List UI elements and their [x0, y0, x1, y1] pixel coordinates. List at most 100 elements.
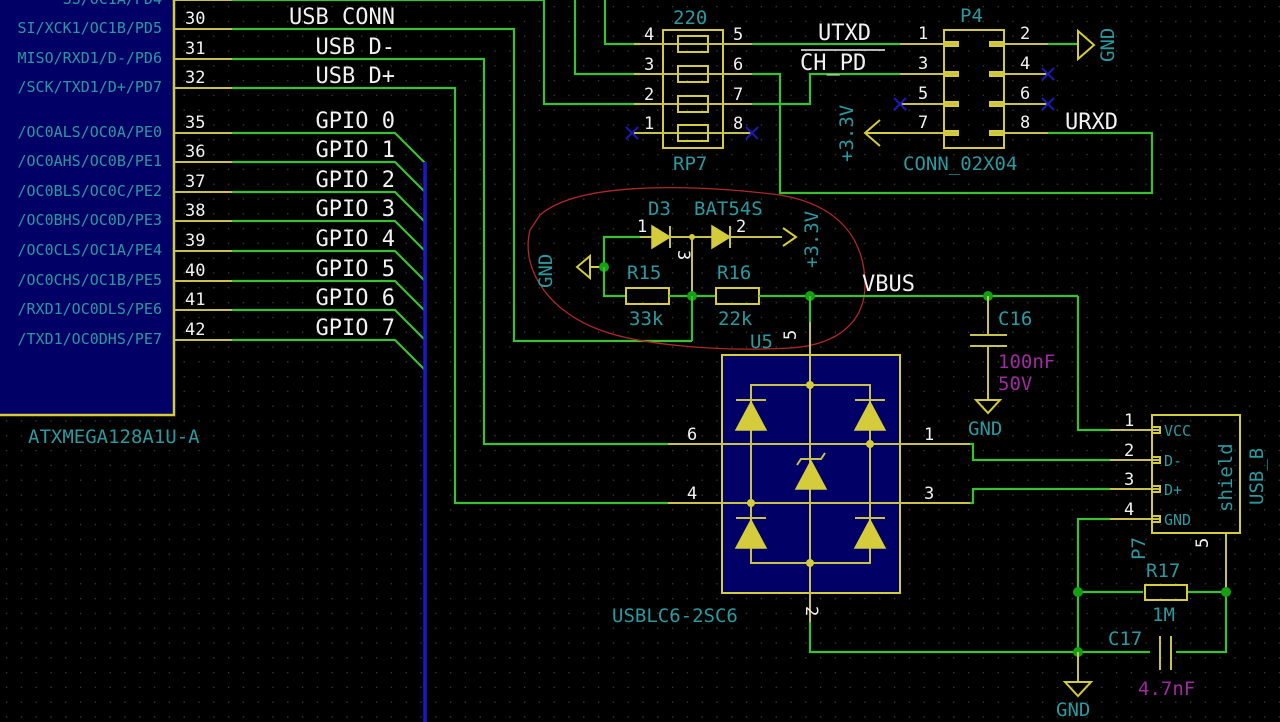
d3-diode[interactable]: 1 2 3 D3 BAT54S +3.3V: [602, 198, 823, 296]
bus-entry-wire: [232, 190, 426, 223]
c17-capacitor[interactable]: C17 4.7nF: [1108, 628, 1195, 700]
bus-entry-wire: [232, 279, 426, 312]
p4-body: [943, 29, 1005, 149]
rp7-left-pin: 3: [644, 55, 654, 75]
r15-ref: R15: [627, 262, 661, 284]
rp7-value: 220: [673, 7, 707, 29]
rp7-left-pin: 1: [644, 114, 654, 134]
p4-left-pin: 1: [918, 24, 928, 44]
mcu-pin-row[interactable]: SS/OC1A/PD4: [63, 0, 232, 8]
net-label: GPIO_7: [316, 316, 395, 341]
d3-pin3: 3: [673, 250, 693, 260]
mcu-pin-name: SI/XCK1/OC1B/PD5: [18, 19, 163, 37]
usb-pin-name: VCC: [1164, 422, 1191, 440]
rp7-right-pin: 6: [733, 55, 743, 75]
d3-pin1: 1: [637, 217, 647, 237]
usb-pin-number: 2: [1124, 441, 1134, 461]
mcu-pin-number: 30: [185, 9, 205, 29]
rp7-right-pin: 5: [733, 25, 743, 45]
mcu-pin-number: 35: [185, 113, 205, 133]
rp7-body: [662, 29, 724, 149]
mcu-pin-name: /TXD1/OC0DHS/PE7: [18, 330, 163, 348]
net-label-vbus: VBUS: [862, 272, 915, 297]
mcu-pin-name: /OC0BHS/OC0D/PE3: [18, 211, 163, 229]
d3-value: BAT54S: [694, 198, 763, 220]
p4-left-pin: 7: [918, 113, 928, 133]
no-connect-marker: [745, 126, 759, 140]
r17-resistor[interactable]: R17 1M: [1144, 560, 1188, 626]
net-label: GPIO_5: [316, 257, 395, 282]
mcu-pin-name: /OC0CLS/OC1A/PE4: [18, 241, 163, 259]
bus-entry-wire: [232, 308, 426, 341]
mcu-pin-row[interactable]: SI/XCK1/OC1B/PD5 30 USB_CONN: [18, 5, 396, 37]
usb-ref: P7: [1128, 537, 1150, 560]
mcu-wires: [232, 0, 692, 505]
pwr-label-d3: +3.3V: [801, 211, 823, 268]
usb-value: USB_B: [1246, 448, 1268, 505]
u5-usb-wires: [808, 442, 1231, 657]
net-label: USB_CONN: [289, 5, 395, 30]
net-label: GPIO_2: [316, 168, 395, 193]
p4-right-pin: 6: [1020, 84, 1030, 104]
net-label: GPIO_1: [316, 138, 395, 163]
r16-ref: R16: [717, 262, 751, 284]
net-label: USB_D-: [316, 35, 395, 60]
mcu-pin-number: 41: [185, 290, 205, 310]
r15-resistor[interactable]: R15 33k: [602, 262, 716, 341]
gnd-label-bottom: GND: [1056, 699, 1090, 721]
bus-entry-wire: [232, 338, 426, 371]
net-label: GPIO_6: [316, 286, 395, 311]
rp7-ref: RP7: [673, 153, 707, 175]
r17-value: 1M: [1152, 604, 1175, 626]
mcu-pin-number: 42: [185, 320, 205, 340]
u5-pin6: 6: [687, 425, 697, 445]
mcu-symbol[interactable]: SS/OC1A/PD4SI/XCK1/OC1B/PD530USB_CONNMIS…: [0, 0, 426, 448]
u5-pin3: 3: [924, 484, 934, 504]
r15-value: 33k: [629, 308, 664, 330]
annotation-circle: [527, 187, 866, 350]
usb-shield-pin: 5: [1193, 538, 1213, 548]
mcu-pin-row[interactable]: /TXD1/OC0DHS/PE7 42 GPIO_7: [18, 316, 426, 371]
u5-esd-protection[interactable]: 6 4 1 3 5 2 U5 USBLC6-2SC6: [612, 296, 970, 627]
mcu-ref-value: ATXMEGA128A1U-A: [28, 426, 200, 448]
usb-pin-number: 3: [1124, 470, 1134, 490]
p4-left-pin: 5: [918, 84, 928, 104]
usb-pin-number: 4: [1124, 500, 1134, 520]
mcu-body: [0, 0, 176, 417]
gnd-label-d3: GND: [535, 254, 557, 288]
usb-pin-name: D-: [1164, 452, 1182, 470]
mcu-pin-number: 31: [185, 39, 205, 59]
d3-ref: D3: [648, 198, 671, 220]
gnd-label-c16: GND: [968, 418, 1002, 440]
vbus-to-vcc-wire: [1076, 296, 1110, 432]
c16-capacitor[interactable]: C16 100nF 50V GND: [968, 296, 1055, 440]
rp7-right-pin: 8: [733, 114, 743, 134]
u5-pin1: 1: [924, 425, 934, 445]
mcu-pin-name: /SCK/TXD1/D+/PD7: [18, 78, 163, 96]
u5-pin5: 5: [781, 330, 801, 340]
c16-voltage: 50V: [998, 373, 1032, 395]
